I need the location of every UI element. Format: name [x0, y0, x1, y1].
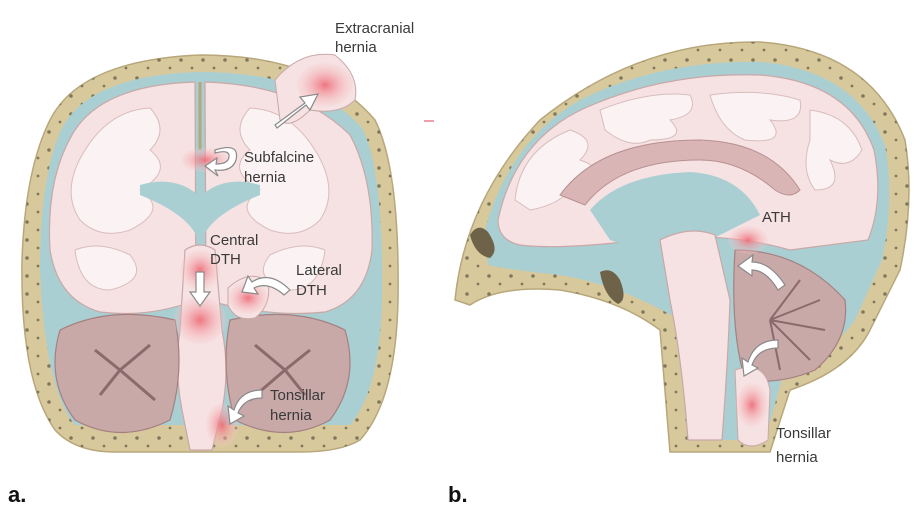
- label-extracranial-line2: hernia: [335, 39, 377, 56]
- label-lateral-line2: DTH: [296, 282, 327, 299]
- brainstem-b: [659, 230, 731, 441]
- label-tonsillar-b-line1: Tonsillar: [776, 425, 831, 442]
- panel-a-letter: a.: [8, 482, 26, 507]
- panel-b-sagittal-view: ATH Tonsillar hernia b.: [448, 41, 910, 507]
- label-central-line2: DTH: [210, 251, 241, 268]
- label-lateral-line1: Lateral: [296, 262, 342, 279]
- label-extracranial-line1: Extracranial: [335, 20, 414, 37]
- label-tonsillar-b-line2: hernia: [776, 449, 818, 466]
- label-central-line1: Central: [210, 232, 258, 249]
- label-subfalcine-line1: Subfalcine: [244, 149, 314, 166]
- hernia-arrows-b: [736, 253, 786, 377]
- lateral-ventricles-a: [140, 181, 260, 240]
- hernia-arrows-a: [188, 93, 320, 425]
- panel-b-letter: b.: [448, 482, 468, 507]
- label-ath: ATH: [762, 209, 791, 226]
- label-tonsillar-a-line2: hernia: [270, 407, 312, 424]
- label-subfalcine-line2: hernia: [244, 169, 286, 186]
- corpus-callosum-b: [559, 139, 801, 206]
- panel-a-coronal-view: Extracranial hernia Subfalcine hernia Ce…: [8, 20, 414, 507]
- label-tonsillar-a-line1: Tonsillar: [270, 387, 325, 404]
